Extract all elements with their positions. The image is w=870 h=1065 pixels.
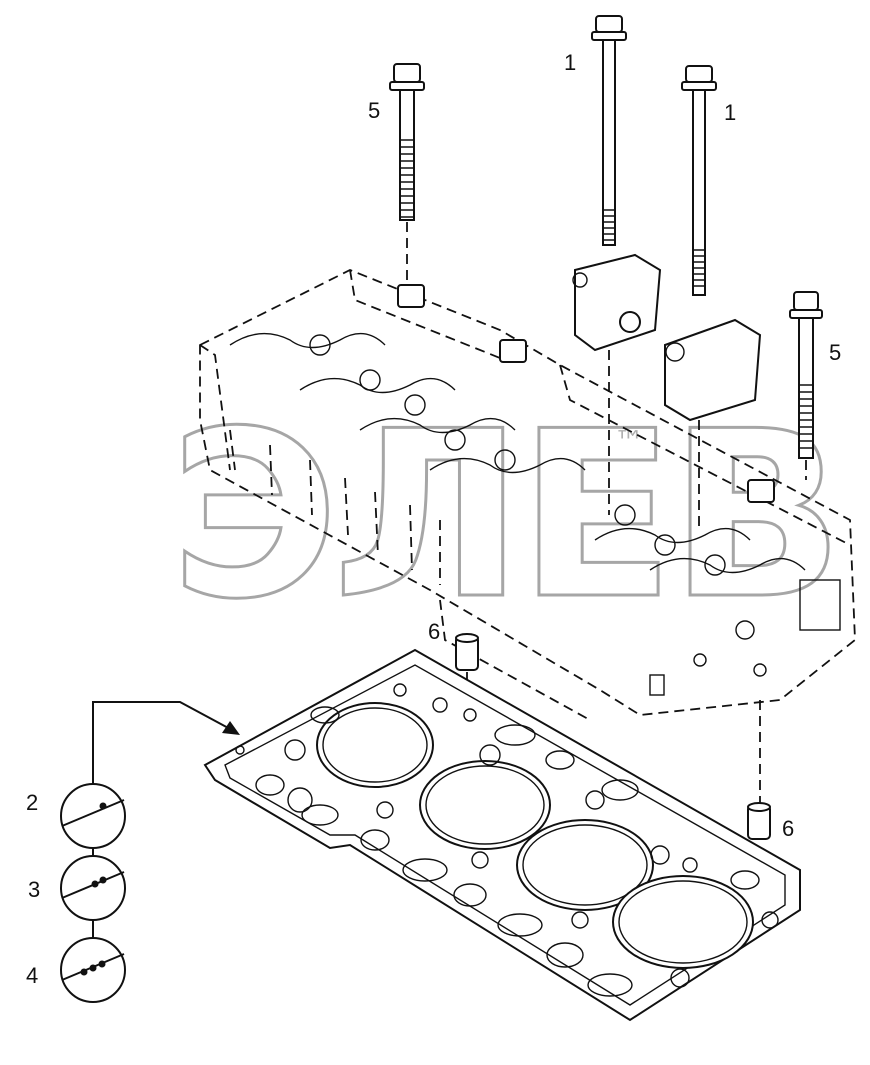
valve-stems bbox=[229, 429, 441, 585]
gasket-variant-3 bbox=[60, 855, 126, 921]
head-bolt-1-mid bbox=[591, 15, 627, 515]
dowel-pin-top bbox=[455, 633, 479, 700]
callout-labels: 5 1 1 5 6 6 2 3 4 bbox=[26, 50, 841, 988]
gasket-variant-2 bbox=[60, 783, 126, 849]
head-bolt-icon bbox=[591, 15, 627, 246]
callout-dowel-bottom: 6 bbox=[782, 816, 794, 841]
callout-bolt-right: 5 bbox=[829, 340, 841, 365]
callout-bolt-right-inner: 1 bbox=[724, 100, 736, 125]
gasket-thickness-icon bbox=[60, 855, 126, 921]
callout-bolt-mid: 1 bbox=[564, 50, 576, 75]
dowel-pin-icon bbox=[455, 633, 479, 671]
callout-variant-3: 3 bbox=[28, 877, 40, 902]
head-bolt-icon bbox=[389, 63, 425, 221]
rocker-arm-row-left bbox=[229, 284, 586, 474]
head-front-face bbox=[649, 579, 841, 696]
gasket-coolant-holes bbox=[235, 683, 779, 997]
callout-dowel-top: 6 bbox=[428, 619, 440, 644]
bolt-bracket-left bbox=[572, 253, 662, 352]
gasket-variant-4 bbox=[60, 937, 126, 1003]
gasket-thickness-icon bbox=[60, 783, 126, 849]
watermark-text: ЭЛЕВ bbox=[170, 383, 838, 650]
rocker-arm-row-right bbox=[594, 479, 806, 576]
cylinder-head-gasket bbox=[203, 648, 801, 1022]
head-bolt-icon bbox=[681, 65, 717, 296]
head-bolt-5-left bbox=[389, 63, 425, 285]
gasket-bores bbox=[316, 702, 754, 969]
head-bolt-icon bbox=[789, 291, 823, 459]
cylinder-head-assembly bbox=[199, 269, 856, 721]
head-bolt-1-right-inner bbox=[681, 65, 717, 530]
bolt-bracket-right bbox=[664, 318, 762, 422]
dowel-pin-bottom bbox=[747, 700, 771, 840]
callout-bolt-left: 5 bbox=[368, 98, 380, 123]
callout-variant-2: 2 bbox=[26, 790, 38, 815]
dowel-pin-icon bbox=[747, 802, 771, 840]
gasket-thickness-icon bbox=[60, 937, 126, 1003]
callout-variant-4: 4 bbox=[26, 963, 38, 988]
head-bolt-5-right bbox=[789, 291, 823, 480]
watermark: ЭЛЕВ ™ bbox=[169, 382, 846, 652]
